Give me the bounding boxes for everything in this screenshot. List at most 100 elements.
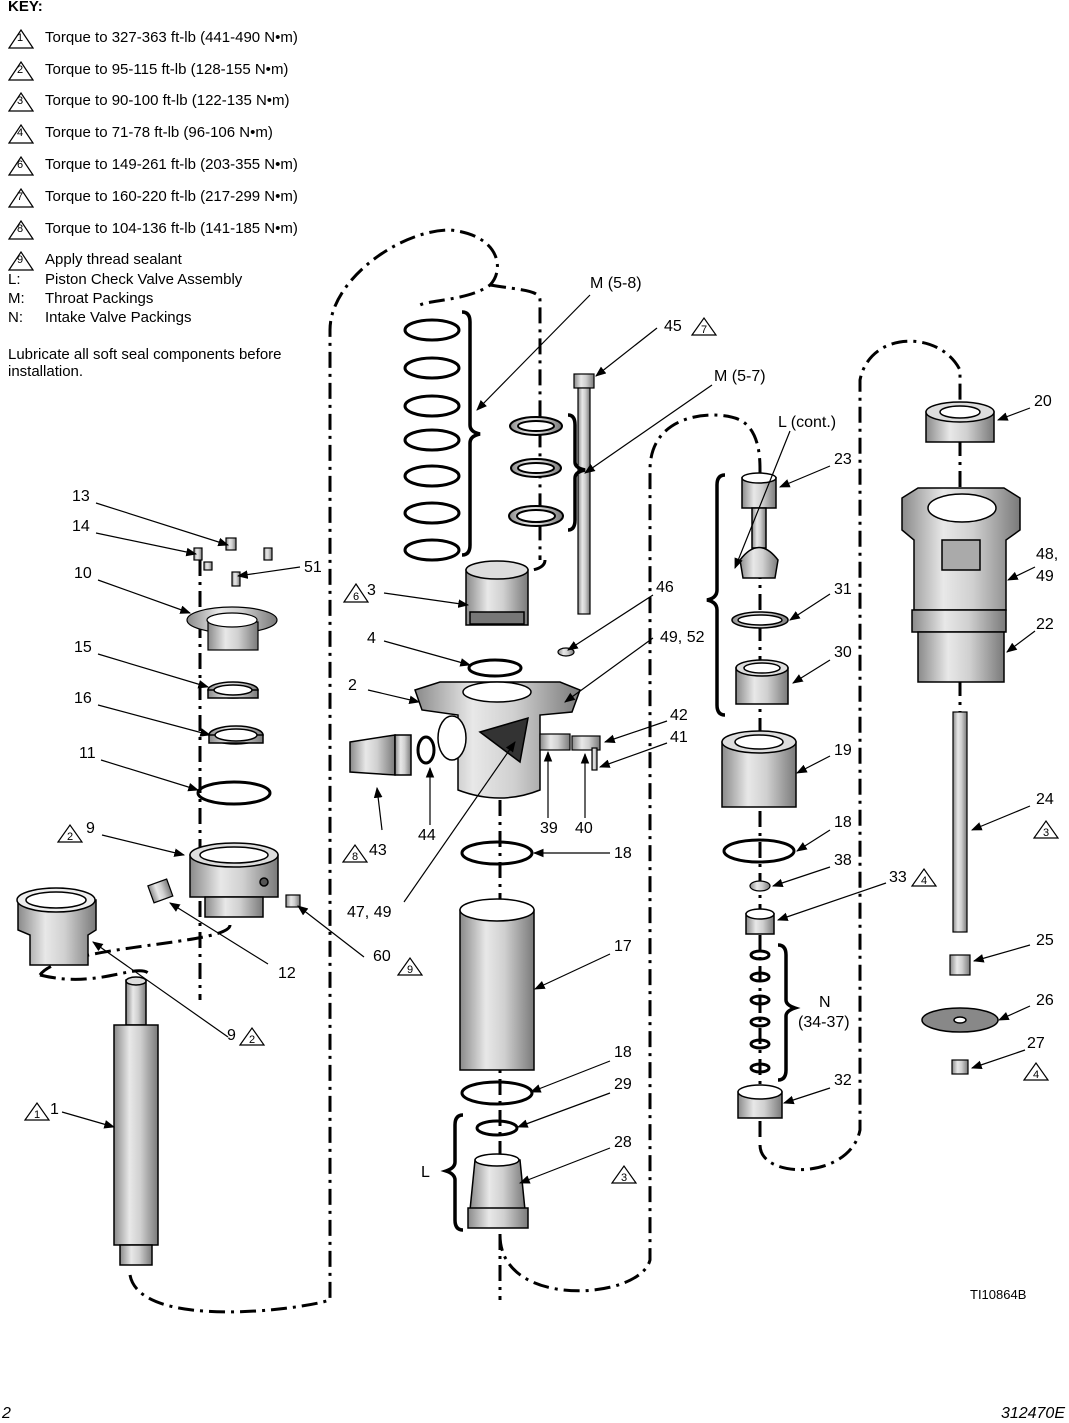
figure-id: TI10864B xyxy=(970,1287,1027,1302)
key-letter-text: Intake Valve Packings xyxy=(45,309,192,326)
svg-text:6: 6 xyxy=(353,591,359,603)
part-25-sleeve xyxy=(949,954,971,976)
callout-1: 1 xyxy=(50,1101,59,1118)
callout-3: 3 xyxy=(367,582,376,599)
svg-text:4: 4 xyxy=(1033,1069,1039,1081)
callout-18-top: 18 xyxy=(614,845,632,862)
part-15-ring xyxy=(207,681,259,699)
torque-text: Torque to 71-78 ft-lb (96-106 N•m) xyxy=(45,124,273,141)
svg-text:1: 1 xyxy=(34,1109,40,1121)
torque-symbol-number: 1 xyxy=(17,32,24,45)
callout-18-bottom: 18 xyxy=(614,1044,632,1061)
lubricate-note: Lubricate all soft seal components befor… xyxy=(8,346,282,380)
torque-symbol-number: 6 xyxy=(17,159,24,172)
part-m-throat-packings xyxy=(403,318,461,562)
callout-14: 14 xyxy=(72,518,90,535)
part-46-washer xyxy=(557,647,575,657)
callout-45: 45 xyxy=(664,318,682,335)
callout-27: 27 xyxy=(1027,1035,1045,1052)
svg-text:3: 3 xyxy=(621,1172,627,1184)
callout-41: 41 xyxy=(670,729,688,746)
part-60-plug xyxy=(285,894,301,908)
callout-60: 60 xyxy=(373,948,391,965)
svg-text:3: 3 xyxy=(1043,827,1049,839)
part-16-ring xyxy=(208,725,264,745)
key-letter-text: Throat Packings xyxy=(45,290,154,307)
callout-51: 51 xyxy=(304,559,322,576)
callout-n: N xyxy=(819,994,831,1011)
callout-48: 48, xyxy=(1036,546,1059,563)
callout-10: 10 xyxy=(74,565,92,582)
part-28-piston-valve xyxy=(467,1153,529,1229)
torque-text: Torque to 160-220 ft-lb (217-299 N•m) xyxy=(45,188,298,205)
key-letter-label: L: xyxy=(8,271,21,288)
torque-triangles-diagram: 6 7 2 8 9 2 1 3 4 3 4 xyxy=(23,316,1060,1184)
key-letter-l: L:Piston Check Valve Assembly xyxy=(8,271,242,288)
callout-2: 2 xyxy=(348,677,357,694)
callout-9-gland: 9 xyxy=(86,820,95,837)
torque-symbol-number: 2 xyxy=(17,64,24,77)
callout-23: 23 xyxy=(834,451,852,468)
callout-18-right: 18 xyxy=(834,814,852,831)
svg-text:4: 4 xyxy=(921,875,927,887)
part-45-tie-rod xyxy=(573,373,595,615)
callout-22: 22 xyxy=(1036,616,1054,633)
torque-text: Apply thread sealant xyxy=(45,251,182,268)
torque-symbol-icon: 4 xyxy=(7,123,36,144)
part-11-oring xyxy=(196,780,272,806)
torque-symbol-number: 8 xyxy=(17,223,24,236)
part-20-nut xyxy=(925,401,995,443)
key-letter-n: N:Intake Valve Packings xyxy=(8,309,191,326)
torque-text: Torque to 327-363 ft-lb (441-490 N•m) xyxy=(45,29,298,46)
callout-17: 17 xyxy=(614,938,632,955)
key-letter-m: M: Throat Packings xyxy=(8,290,153,307)
part-9-nut xyxy=(16,887,97,966)
callout-42: 42 xyxy=(670,707,688,724)
torque-text: Torque to 95-115 ft-lb (128-155 N•m) xyxy=(45,61,289,78)
torque-text: Torque to 149-261 ft-lb (203-355 N•m) xyxy=(45,156,298,173)
part-n-intake-packings xyxy=(749,949,771,1074)
torque-symbol-number: 3 xyxy=(17,95,24,108)
callout-15: 15 xyxy=(74,639,92,656)
key-torque-row: 8 Torque to 104-136 ft-lb (141-185 N•m) xyxy=(7,219,298,240)
key-torque-row: 2 Torque to 95-115 ft-lb (128-155 N•m) xyxy=(7,60,288,81)
torque-symbol-icon: 3 xyxy=(7,91,36,112)
svg-text:7: 7 xyxy=(701,324,707,336)
part-31-ring xyxy=(731,611,789,629)
svg-text:2: 2 xyxy=(249,1034,255,1046)
key-torque-row: 1 Torque to 327-363 ft-lb (441-490 N•m) xyxy=(7,28,298,49)
callout-13: 13 xyxy=(72,488,90,505)
key-torque-row: 9 Apply thread sealant xyxy=(7,250,182,271)
callout-30: 30 xyxy=(834,644,852,661)
torque-text: Torque to 104-136 ft-lb (141-185 N•m) xyxy=(45,220,298,237)
part-33-ring xyxy=(745,908,775,935)
callout-46: 46 xyxy=(656,579,674,596)
part-23-valve xyxy=(739,472,779,579)
callout-49-52: 49, 52 xyxy=(660,629,705,646)
part-3-gland-nut xyxy=(465,560,529,626)
callout-47-49: 47, 49 xyxy=(347,904,392,921)
callout-25: 25 xyxy=(1036,932,1054,949)
callout-16: 16 xyxy=(74,690,92,707)
callout-44: 44 xyxy=(418,827,436,844)
key-letter-label: M: xyxy=(8,290,25,307)
part-32-nut xyxy=(737,1084,783,1119)
part-9-gland xyxy=(189,842,279,918)
callout-32: 32 xyxy=(834,1072,852,1089)
part-30-packing xyxy=(735,659,789,705)
part-27-nut xyxy=(951,1059,969,1075)
part-12-plug xyxy=(147,878,174,904)
torque-symbol-number: 4 xyxy=(17,127,24,140)
callout-26: 26 xyxy=(1036,992,1054,1009)
part-24-shaft xyxy=(952,711,968,933)
torque-symbol-icon: 7 xyxy=(7,187,36,208)
svg-text:2: 2 xyxy=(67,831,73,843)
torque-symbol-icon: 9 xyxy=(7,250,36,271)
page-number: 2 xyxy=(2,1405,11,1422)
callout-12: 12 xyxy=(278,965,296,982)
part-44-oring xyxy=(416,735,436,765)
callout-19: 19 xyxy=(834,742,852,759)
callout-9-nut: 9 xyxy=(227,1027,236,1044)
